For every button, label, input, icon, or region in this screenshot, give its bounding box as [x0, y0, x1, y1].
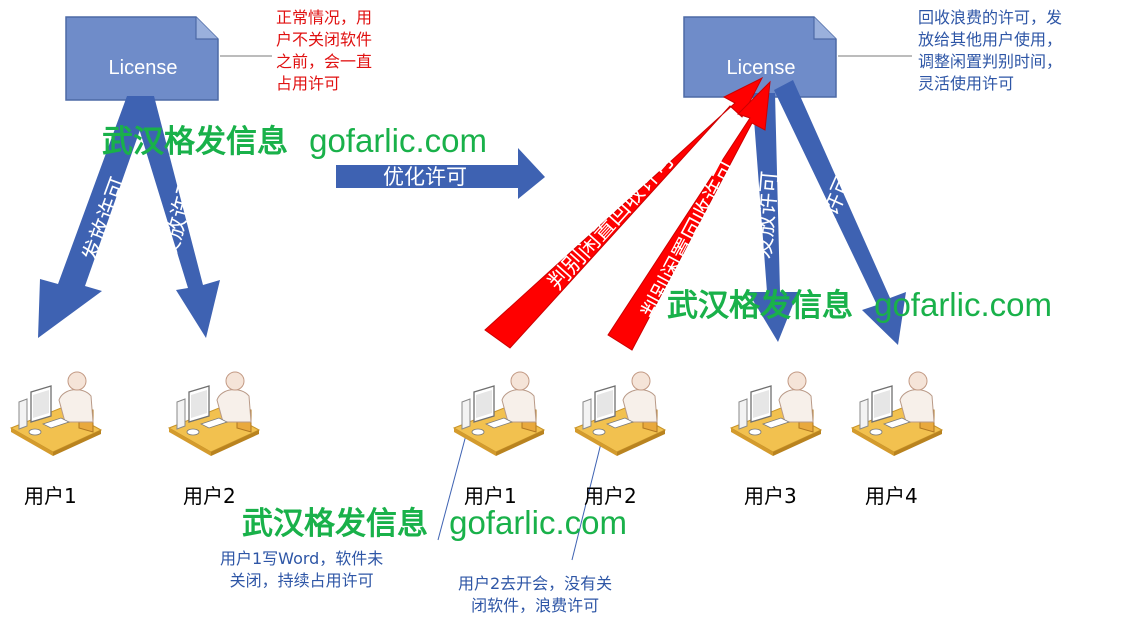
note-line: 放给其他用户使用， — [918, 30, 1063, 49]
workstation-icon — [10, 371, 102, 457]
user-label: 用户4 — [865, 484, 918, 508]
note-right-reclaim: 回收浪费的许可，发 放给其他用户使用， 调整闲置判别时间， 灵活使用许可 — [918, 7, 1062, 95]
workstation-icon — [730, 371, 822, 457]
optimize-arrow-label: 优化许可 — [383, 165, 467, 189]
license-label-right: License — [727, 57, 796, 79]
note-line: 户不关闭软件 — [276, 30, 373, 49]
user-label: 用户1 — [24, 484, 77, 508]
note-line: 占用许可 — [276, 74, 341, 93]
user-label: 用户2 — [183, 484, 236, 508]
issue-arrow-label: 发放许可 — [751, 170, 784, 260]
workstation-icon — [574, 371, 666, 457]
note-line: 灵活使用许可 — [918, 74, 1015, 93]
optimize-arrow: 优化许可 — [336, 148, 545, 199]
watermark: 武汉格发信息 gofarlic.com — [102, 116, 487, 161]
note-line: 正常情况，用 — [276, 8, 373, 27]
watermark-cn: 武汉格发信息 — [667, 288, 853, 324]
note-user2: 用户2去开会，没有关 闭软件，浪费许可 — [458, 573, 612, 617]
workstation-icon — [168, 371, 260, 457]
user-label: 用户2 — [584, 484, 637, 508]
note-line: 回收浪费的许可，发 — [918, 8, 1063, 27]
note-line: 关闭，持续占用许可 — [229, 571, 374, 590]
note-line: 之前，会一直 — [276, 52, 373, 71]
user-label: 用户3 — [744, 484, 797, 508]
note-user1: 用户1写Word，软件未 关闭，持续占用许可 — [220, 548, 383, 592]
issue-arrow-right-1: 发放许可 — [748, 93, 798, 342]
watermark-en: gofarlic.com — [874, 286, 1052, 323]
workstation-icon — [851, 371, 943, 457]
note-left-normal: 正常情况，用 户不关闭软件 之前，会一直 占用许可 — [276, 7, 372, 95]
watermark-cn: 武汉格发信息 — [102, 124, 288, 160]
watermark: 武汉格发信息 gofarlic.com — [667, 280, 1052, 325]
license-box-right: License — [683, 16, 837, 98]
license-box-left: License — [65, 16, 219, 101]
note-line: 调整闲置判别时间， — [918, 52, 1063, 71]
note-line: 用户1写Word，软件未 — [220, 549, 384, 568]
watermark-cn: 武汉格发信息 — [242, 506, 428, 542]
note-line: 闭软件，浪费许可 — [471, 596, 600, 615]
note-line: 用户2去开会，没有关 — [458, 574, 613, 593]
license-label-left: License — [109, 57, 178, 79]
watermark-en: gofarlic.com — [309, 122, 487, 159]
watermark: 武汉格发信息 gofarlic.com — [242, 498, 627, 543]
workstation-icon — [453, 371, 545, 457]
user-label: 用户1 — [464, 484, 517, 508]
callout-line-user1 — [437, 419, 471, 541]
watermark-en: gofarlic.com — [449, 504, 627, 541]
